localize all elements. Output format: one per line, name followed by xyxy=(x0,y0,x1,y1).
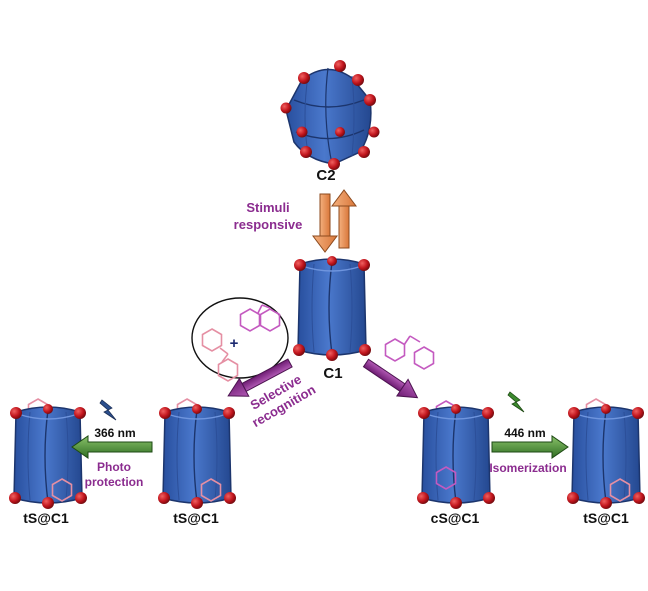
photo-protection-arrow xyxy=(71,435,153,459)
ts-c1-right-label: tS@C1 xyxy=(583,510,629,526)
stimuli-arrow-down xyxy=(312,193,338,253)
cs-c1-cage xyxy=(416,400,496,510)
selective-recognition-arrow xyxy=(227,358,293,397)
plus-sign: + xyxy=(230,335,239,352)
cis-stilbene-guest xyxy=(384,335,435,370)
c1-cage xyxy=(292,255,372,362)
wavelength-366-label: 366 nm xyxy=(94,426,135,440)
ts-c1-far-left-cage xyxy=(8,398,88,510)
ts-c1-left-cage xyxy=(157,398,237,510)
binding-arrow-right xyxy=(362,358,419,399)
protection-label: protection xyxy=(85,475,144,489)
stimuli-arrow-up xyxy=(331,189,357,249)
wavelength-446-label: 446 nm xyxy=(504,426,545,440)
isomerization-arrow xyxy=(491,435,569,459)
photo-label: Photo xyxy=(97,460,131,474)
ts-c1-left-label: tS@C1 xyxy=(173,510,219,526)
lightning-bolt-right-icon xyxy=(507,391,525,413)
cis-stilbene-icon xyxy=(239,304,281,332)
stimuli-label-line1: Stimuli xyxy=(246,200,289,215)
isomerization-label: Isomerization xyxy=(489,461,566,475)
c2-cage xyxy=(280,60,380,170)
c1-label: C1 xyxy=(323,365,342,382)
lightning-bolt-left-icon xyxy=(99,399,117,421)
ts-c1-right-cage xyxy=(566,398,646,510)
ts-c1-far-left-label: tS@C1 xyxy=(23,510,69,526)
cs-c1-label: cS@C1 xyxy=(431,510,480,526)
guest-mixture: + xyxy=(191,297,289,382)
c2-label: C2 xyxy=(316,167,335,184)
trans-stilbene-icon xyxy=(201,328,239,382)
stimuli-label-line2: responsive xyxy=(234,217,303,232)
